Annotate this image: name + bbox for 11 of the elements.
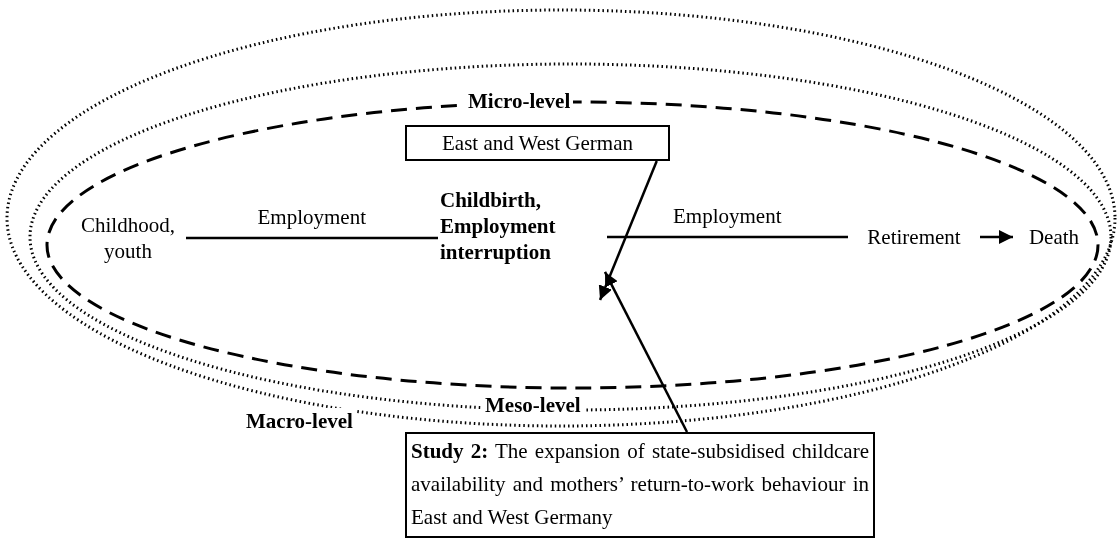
stage-label: Childhood, youth [72, 208, 184, 268]
context-box: East and West German [405, 125, 670, 161]
connector-line [607, 235, 848, 239]
arrow [980, 230, 1013, 244]
study-box: Study 2: The expansion of state-subsidised childcare availability and mothers’ return-to-work behaviour in East and West Germany [405, 432, 875, 538]
arrow [603, 271, 689, 433]
arrow [598, 160, 658, 301]
connector-line [186, 236, 438, 240]
stage-label: Childbirth, Employment interruption [440, 183, 605, 300]
stage-label: Retirement [850, 222, 978, 252]
stage-label: Death [1015, 222, 1093, 252]
